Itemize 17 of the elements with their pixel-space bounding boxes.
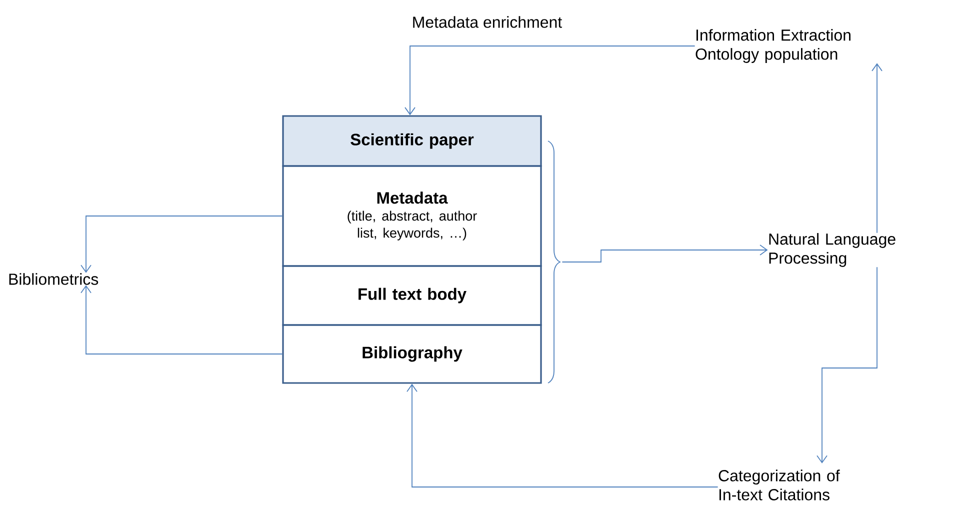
arrow bbox=[80, 216, 283, 273]
arrow bbox=[406, 384, 718, 488]
header-cell: Scientific paper bbox=[282, 115, 542, 167]
node-label: Information Extraction Ontology population bbox=[696, 29, 850, 63]
section-cell: Full text body bbox=[282, 265, 542, 326]
node-label: Categorization of In-text Citations bbox=[718, 470, 840, 500]
arrow bbox=[80, 285, 283, 354]
section-cell: Metadata (title, abstract, author list, keywords, …) bbox=[282, 165, 542, 267]
section-cell: Bibliography bbox=[282, 324, 542, 384]
node-label: Bibliometrics bbox=[9, 273, 98, 285]
arrow bbox=[562, 244, 768, 262]
edge-label: Metadata enrichment bbox=[413, 16, 562, 28]
curly-brace bbox=[548, 140, 560, 384]
node-label: Natural Language Processing bbox=[769, 233, 896, 267]
arrow bbox=[872, 63, 882, 234]
arrow bbox=[404, 46, 696, 116]
arrow bbox=[816, 266, 878, 464]
